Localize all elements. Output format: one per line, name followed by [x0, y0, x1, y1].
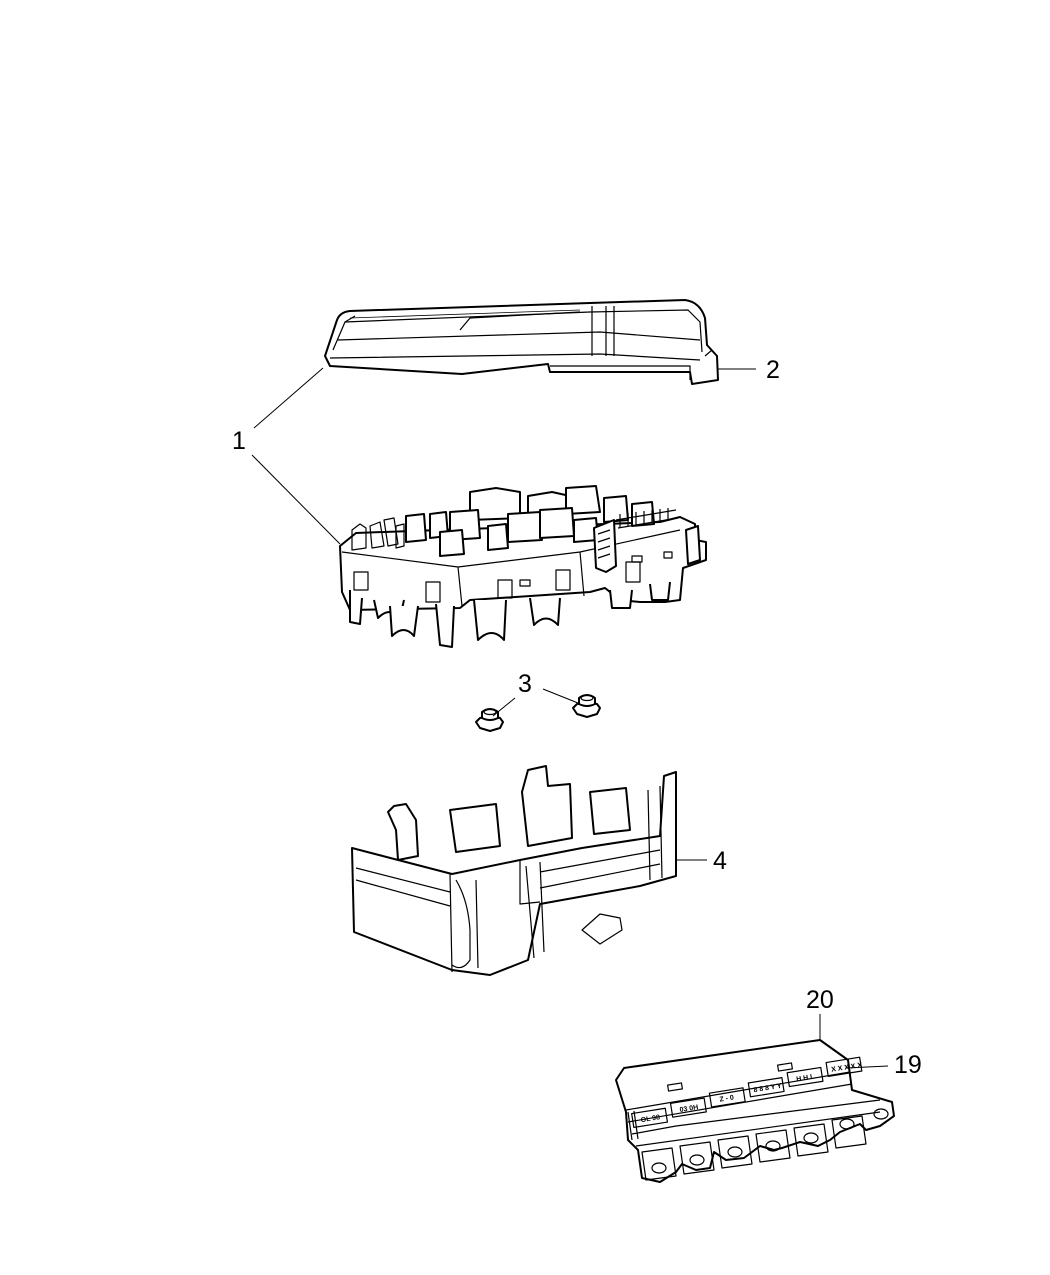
fuse-label: 03 0H	[679, 1104, 699, 1114]
leader-line-3-right	[542, 688, 579, 704]
fuse-label: Z - 0	[719, 1094, 734, 1103]
tray-part	[351, 765, 677, 976]
fuse-label: 8 8 8 Y Y	[753, 1083, 782, 1094]
callout-4: 4	[713, 847, 727, 875]
cover-part	[324, 299, 719, 385]
callout-2: 2	[766, 356, 780, 384]
leader-line-1-body	[251, 454, 341, 545]
nut-left	[475, 708, 504, 732]
leader-line-19	[845, 1065, 889, 1069]
fuse-label: H H L	[796, 1073, 816, 1083]
callout-1: 1	[232, 427, 246, 455]
callout-19: 19	[894, 1051, 922, 1079]
fuse-label: OL 98	[640, 1114, 660, 1124]
fuse-block-part	[339, 485, 707, 648]
fuse-holder-part	[615, 1039, 895, 1183]
nut-right	[572, 694, 601, 718]
leader-line-1-cover	[253, 367, 324, 429]
callout-3: 3	[518, 670, 532, 698]
leader-line-3-left	[492, 697, 516, 717]
callout-20: 20	[806, 986, 834, 1014]
leader-lines	[251, 367, 889, 1069]
